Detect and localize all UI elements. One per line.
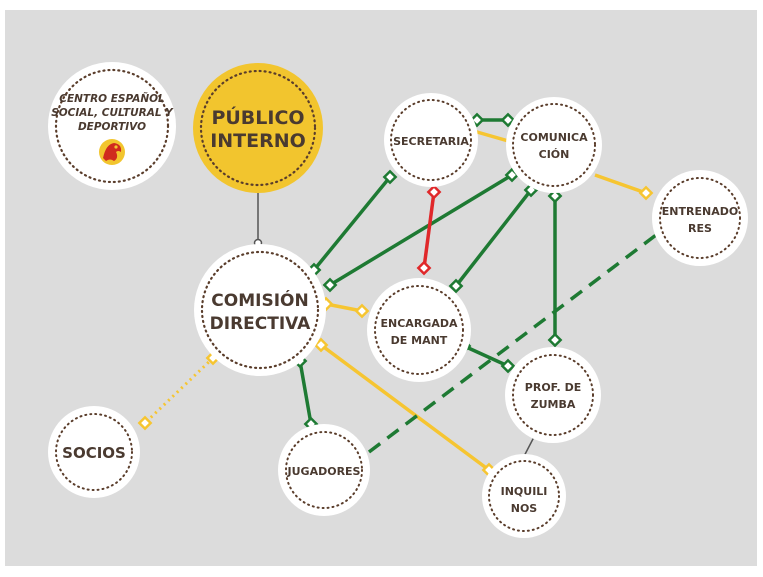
zumba-line-1: PROF. DE — [525, 381, 581, 394]
node-comunicacion: COMUNICA CIÓN — [506, 97, 602, 193]
comision-line-2: DIRECTIVA — [210, 314, 312, 334]
comision-line-1: COMISIÓN — [211, 289, 308, 311]
connections-layer — [137, 112, 662, 478]
node-socios: SOCIOS — [48, 406, 140, 498]
logo-line-3: DEPORTIVO — [78, 121, 146, 133]
node-entrenadores: ENTRENADO RES — [652, 170, 748, 266]
node-jugadores: JUGADORES — [278, 424, 370, 516]
connection-comunicacion-entrenadores-yellow-solid — [594, 173, 647, 195]
connector-diamond-marker — [500, 112, 516, 128]
connection-comision-inquilinos-yellow-solid — [319, 343, 491, 472]
publico-line-2: INTERNO — [210, 130, 306, 152]
node-secretaria: SECRETARIA — [384, 93, 478, 187]
connector-diamond-marker — [500, 358, 516, 374]
connection-encargada-comunicacion-green-solid — [454, 188, 533, 288]
comunicacion-line-2: CIÓN — [539, 148, 570, 161]
connector-diamond-marker — [313, 337, 329, 353]
socios-label: SOCIOS — [62, 444, 126, 462]
entrenadores-line-1: ENTRENADO — [662, 205, 738, 218]
connection-comision-comunicacion-green-solid — [329, 173, 513, 287]
zumba-line-2: ZUMBA — [531, 398, 576, 411]
connection-comision-jugadores-green-solid — [298, 360, 313, 425]
encargada-line-2: DE MANT — [391, 334, 448, 347]
comunicacion-line-1: COMUNICA — [520, 131, 588, 144]
node-logo: CENTRO ESPAÑOL SOCIAL, CULTURAL Y DEPORT… — [48, 62, 176, 190]
inquilinos-line-1: INQUILI — [501, 485, 548, 498]
jugadores-label: JUGADORES — [287, 465, 361, 478]
connector-diamond-marker — [547, 332, 563, 348]
node-comision-directiva: COMISIÓN DIRECTIVA — [194, 244, 326, 376]
node-publico-interno: PÚBLICO INTERNO — [193, 63, 323, 193]
connector-diamond-marker — [382, 169, 398, 185]
node-encargada: ENCARGADA DE MANT — [367, 278, 471, 382]
connector-diamond-marker — [354, 303, 370, 319]
logo-line-1: CENTRO ESPAÑOL — [59, 92, 165, 105]
entrenadores-line-2: RES — [688, 222, 712, 235]
connection-comision-secretaria-green-solid — [312, 175, 392, 272]
logo-line-2: SOCIAL, CULTURAL Y — [51, 107, 174, 119]
connector-diamond-marker — [322, 277, 338, 293]
connector-diamond-marker — [448, 278, 464, 294]
connection-comision-socios-yellow-dotted — [143, 356, 215, 425]
secretaria-label: SECRETARIA — [393, 135, 469, 148]
connector-diamond-marker — [547, 188, 563, 204]
publico-line-1: PÚBLICO — [211, 105, 304, 129]
node-prof-zumba: PROF. DE ZUMBA — [505, 347, 601, 443]
connection-encargada-zumba-green-solid — [463, 344, 509, 368]
inquilinos-line-2: NOS — [511, 502, 538, 515]
lion-emblem-icon — [99, 139, 125, 165]
connection-jugadores-entrenadores-green-dashed — [367, 230, 662, 454]
encargada-line-1: ENCARGADA — [381, 317, 458, 330]
connector-diamond-marker — [638, 185, 654, 201]
node-inquilinos: INQUILI NOS — [482, 454, 566, 538]
connector-diamond-marker — [426, 184, 442, 200]
connector-diamond-marker — [137, 415, 153, 431]
connector-diamond-marker — [416, 260, 432, 276]
connection-secretaria-encargada-red-solid — [422, 191, 436, 269]
